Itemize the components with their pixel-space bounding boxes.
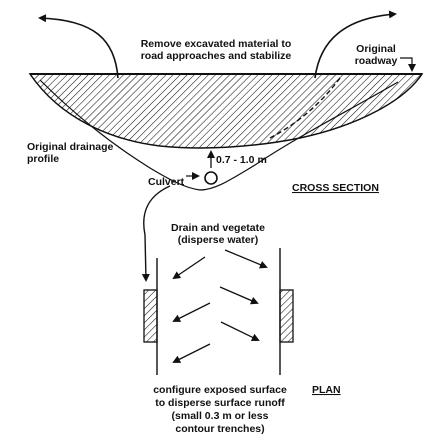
remove-note-line1: Remove excavated material to <box>141 38 292 50</box>
depth-label: 0.7 - 1.0 m <box>216 154 267 166</box>
original-roadway-line2: roadway <box>355 55 398 67</box>
original-drainage-line2: profile <box>27 153 59 165</box>
culvert-pipe <box>204 171 218 185</box>
dispersal-arrow-6 <box>220 321 260 341</box>
left-abutment <box>143 289 158 343</box>
dispersal-arrow-1 <box>172 256 206 280</box>
configure-note-line1: configure exposed surface <box>153 384 287 396</box>
left-removal-arrow <box>38 14 119 79</box>
drain-note-line2: (disperse water) <box>178 234 259 246</box>
culvert-label: Culvert <box>148 176 185 188</box>
original-drainage-profile-line <box>39 79 399 191</box>
dispersal-arrow-3 <box>172 302 211 322</box>
drain-note-line1: Drain and vegetate <box>171 222 265 234</box>
culvert-to-plan-arrow <box>141 185 171 282</box>
plan-title: PLAN <box>312 384 341 396</box>
dispersal-arrow-2 <box>224 249 268 269</box>
original-drainage-line1: Original drainage <box>27 141 114 153</box>
original-roadway-dashed-line <box>269 77 341 139</box>
cross-section-title: CROSS SECTION <box>292 182 379 194</box>
remove-note-line2: road approaches and stabilize <box>141 50 292 62</box>
right-abutment <box>279 289 294 343</box>
right-removal-arrow <box>314 10 397 79</box>
original-roadway-pointer <box>400 57 416 72</box>
configure-note-line3: (small 0.3 m or less <box>172 410 269 422</box>
configure-note-line4: contour trenches) <box>175 423 264 435</box>
excavated-material-area <box>28 73 424 149</box>
dispersal-arrow-4 <box>219 286 259 305</box>
configure-note-line2: to disperse surface runoff <box>155 397 285 409</box>
dispersal-arrow-5 <box>172 343 211 363</box>
original-roadway-line1: Original <box>356 43 396 55</box>
